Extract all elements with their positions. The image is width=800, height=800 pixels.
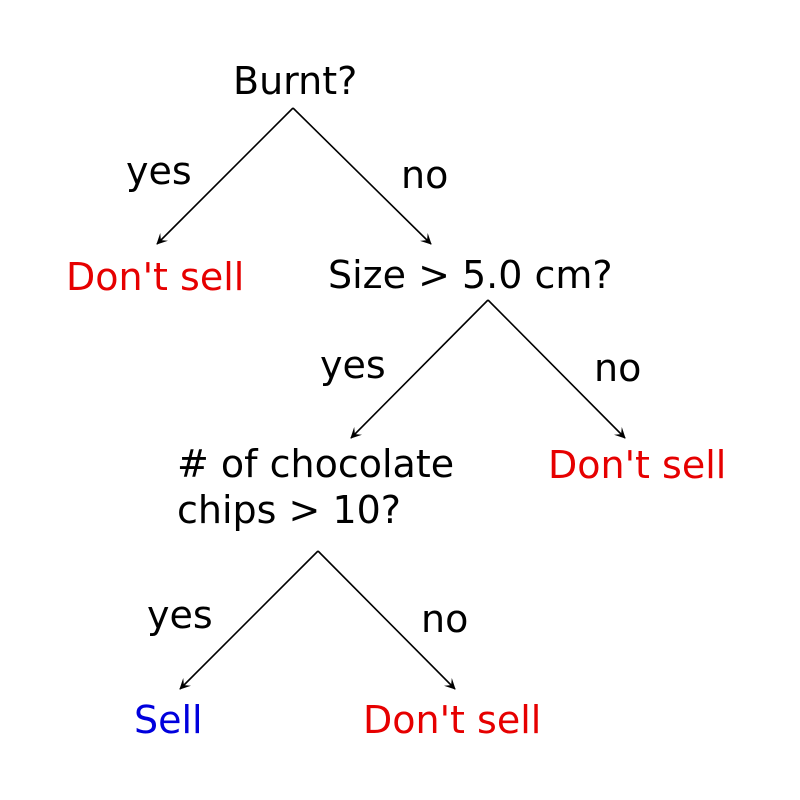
root-yes-outcome: Don't sell — [66, 255, 245, 299]
root-question: Burnt? — [233, 59, 358, 103]
chips-question: # of chocolate chips > 10? — [177, 441, 454, 533]
size-no-outcome: Don't sell — [548, 443, 727, 487]
edge-root-yes — [156, 107, 294, 245]
chips-question-line-1: # of chocolate — [177, 442, 455, 486]
size-yes-label: yes — [320, 343, 386, 387]
chips-yes-outcome: Sell — [134, 698, 203, 742]
root-no-label: no — [401, 153, 449, 197]
chips-yes-label: yes — [147, 593, 213, 637]
chips-question-line-2: chips > 10? — [177, 488, 401, 532]
size-question: Size > 5.0 cm? — [328, 253, 613, 297]
chips-no-label: no — [421, 597, 469, 641]
size-no-label: no — [594, 346, 642, 390]
chips-no-outcome: Don't sell — [363, 698, 542, 742]
edge-chips-no — [317, 550, 456, 690]
root-yes-label: yes — [126, 149, 192, 193]
edge-size-no — [487, 299, 626, 439]
edge-size-yes — [350, 299, 489, 439]
edge-chips-yes — [179, 550, 319, 690]
edge-root-no — [292, 107, 432, 245]
